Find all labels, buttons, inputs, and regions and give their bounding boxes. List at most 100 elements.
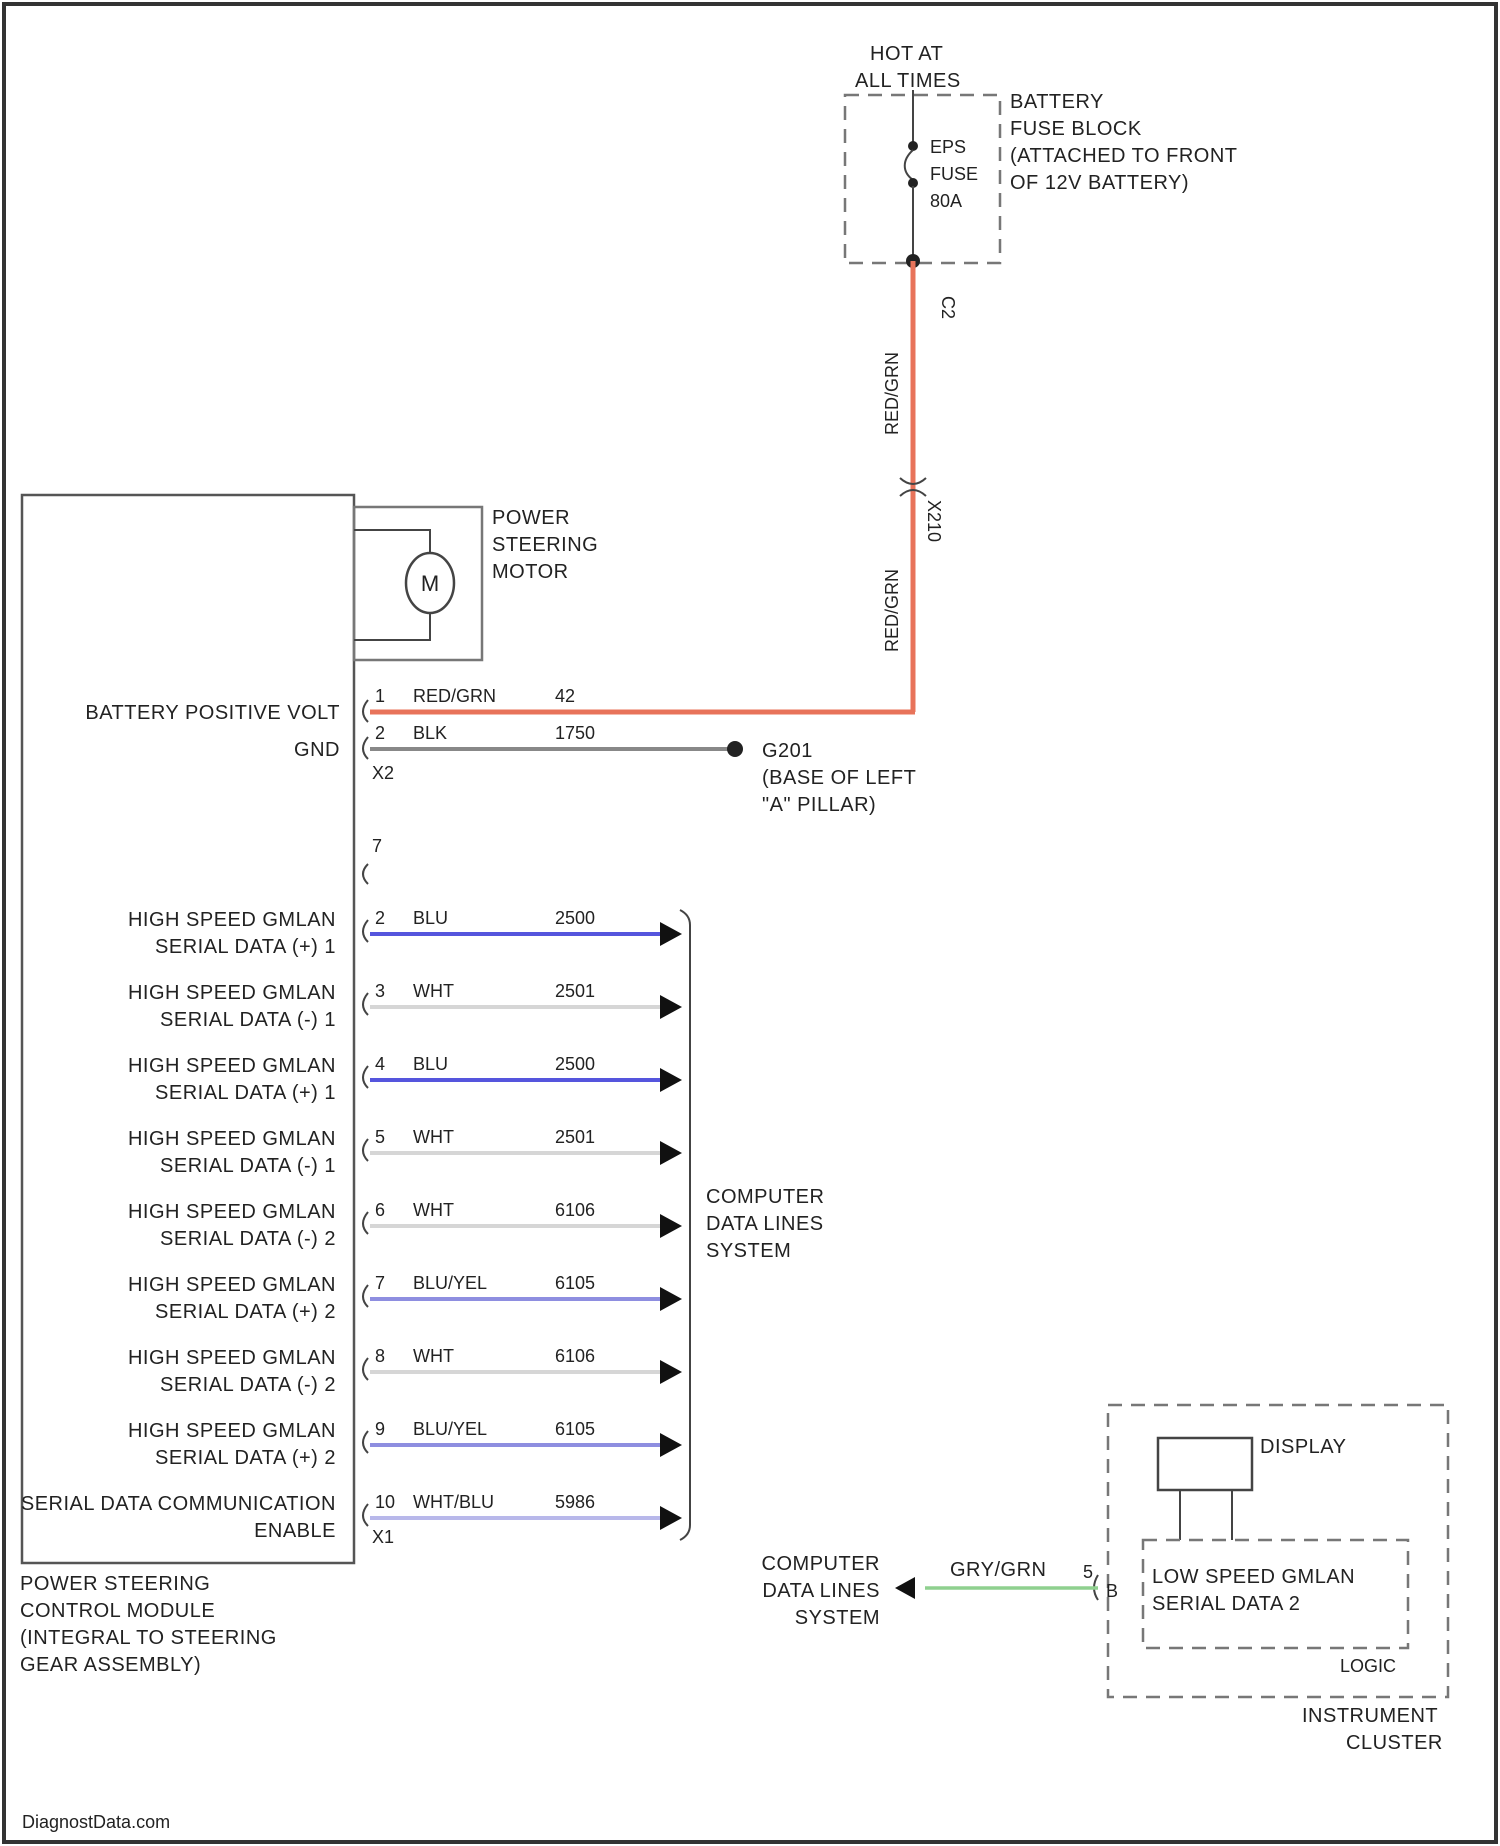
module-name-4: GEAR ASSEMBLY) — [20, 1654, 201, 1676]
fuse-block-name-1: BATTERY — [1010, 91, 1104, 113]
pin-curve-unused — [363, 864, 368, 884]
display-icon — [1158, 1438, 1252, 1490]
pin-curve — [363, 993, 368, 1015]
pin-curve — [363, 700, 368, 722]
wire-color: WHT/BLU — [413, 1492, 494, 1512]
data-lines-name-1: COMPUTER — [706, 1186, 824, 1208]
pin-label-line2: SERIAL DATA (-) 1 — [160, 1009, 336, 1031]
watermark: DiagnostData.com — [22, 1812, 170, 1832]
wire-color: WHT — [413, 1346, 454, 1366]
pin-label-line2: SERIAL DATA (-) 2 — [160, 1374, 336, 1396]
pin-label-line1: HIGH SPEED GMLAN — [128, 982, 336, 1004]
circuit-number: 6105 — [555, 1273, 595, 1293]
fuse-terminal-top — [908, 141, 918, 151]
fuse-rating: 80A — [930, 191, 962, 211]
pin-label: GND — [294, 739, 340, 761]
pin-curve — [363, 1066, 368, 1088]
connector-c2-label: C2 — [938, 296, 958, 319]
pin-label-line1: HIGH SPEED GMLAN — [128, 1274, 336, 1296]
pin-number: 5 — [375, 1127, 385, 1147]
cluster-data-lines-1: COMPUTER — [762, 1553, 880, 1575]
wire-color: BLU/YEL — [413, 1273, 487, 1293]
ground-name: G201 — [762, 740, 813, 762]
pin-number: 2 — [375, 908, 385, 928]
circuit-number: 1750 — [555, 723, 595, 743]
ground-g201: G201 (BASE OF LEFT "A" PILLAR) — [727, 740, 916, 816]
cluster-data-lines-2: DATA LINES — [762, 1580, 880, 1602]
pin-number: 9 — [375, 1419, 385, 1439]
module-name-2: CONTROL MODULE — [20, 1600, 215, 1622]
arrow-icon — [660, 1506, 682, 1530]
pin-label-line1: HIGH SPEED GMLAN — [128, 1201, 336, 1223]
feed-wire: C2 RED/GRN X210 RED/GRN — [370, 261, 958, 712]
wire-color: BLU — [413, 1054, 448, 1074]
circuit-number: 2500 — [555, 1054, 595, 1074]
cluster-wire-color: GRY/GRN — [950, 1559, 1046, 1581]
pin-number: 7 — [375, 1273, 385, 1293]
wire-color: BLU/YEL — [413, 1419, 487, 1439]
circuit-number: 5986 — [555, 1492, 595, 1512]
motor-name-3: MOTOR — [492, 561, 569, 583]
pin-number: 3 — [375, 981, 385, 1001]
display-label: DISPLAY — [1260, 1436, 1347, 1458]
arrow-icon — [660, 1214, 682, 1238]
arrow-icon — [660, 1360, 682, 1384]
circuit-number: 6105 — [555, 1419, 595, 1439]
pin-label-line2: SERIAL DATA (+) 2 — [155, 1301, 336, 1323]
power-steering-motor: M POWER STEERING MOTOR — [354, 507, 598, 660]
pin-label-line2: SERIAL DATA (+) 1 — [155, 936, 336, 958]
cluster-connector: B — [1106, 1581, 1118, 1601]
pin-curve — [363, 920, 368, 942]
arrow-icon — [660, 922, 682, 946]
wire-color: BLU — [413, 908, 448, 928]
logic-label: LOGIC — [1340, 1656, 1396, 1676]
motor-symbol: M — [421, 571, 439, 596]
fuse-block-name-3: (ATTACHED TO FRONT — [1010, 145, 1238, 167]
battery-fuse-block: HOT AT ALL TIMES EPS FUSE 80A BATTERY FU… — [845, 43, 1238, 268]
motor-name-2: STEERING — [492, 534, 598, 556]
pin-curve — [363, 1431, 368, 1453]
ground-desc-2: "A" PILLAR) — [762, 794, 876, 816]
pin-label-line1: HIGH SPEED GMLAN — [128, 1128, 336, 1150]
pin-curve — [363, 1504, 368, 1526]
cluster-name-2: CLUSTER — [1346, 1732, 1443, 1754]
pin-label-line1: HIGH SPEED GMLAN — [128, 1420, 336, 1442]
cluster-signal-2: SERIAL DATA 2 — [1152, 1593, 1300, 1615]
computer-data-lines-system: COMPUTER DATA LINES SYSTEM — [680, 910, 824, 1540]
ground-desc-1: (BASE OF LEFT — [762, 767, 916, 789]
fuse-block-name-2: FUSE BLOCK — [1010, 118, 1142, 140]
wire-color: WHT — [413, 1200, 454, 1220]
pin-label-line2: SERIAL DATA (+) 1 — [155, 1082, 336, 1104]
arrow-icon — [660, 1141, 682, 1165]
pin-label-line1: HIGH SPEED GMLAN — [128, 909, 336, 931]
wire-color: BLK — [413, 723, 447, 743]
cluster-data-lines-3: SYSTEM — [795, 1607, 880, 1629]
circuit-number: 6106 — [555, 1346, 595, 1366]
cluster-arrow — [895, 1577, 915, 1599]
pin-label-line2: SERIAL DATA (-) 1 — [160, 1155, 336, 1177]
fuse-icon — [905, 150, 913, 180]
pin-curve — [363, 737, 368, 759]
circuit-number: 42 — [555, 686, 575, 706]
wire-color: WHT — [413, 1127, 454, 1147]
pin-curve — [363, 1358, 368, 1380]
pin-label-line2: SERIAL DATA (-) 2 — [160, 1228, 336, 1250]
arrow-icon — [660, 995, 682, 1019]
pin-label-line2: SERIAL DATA (+) 2 — [155, 1447, 336, 1469]
circuit-number: 2500 — [555, 908, 595, 928]
fuse-name: EPS — [930, 137, 966, 157]
wire-color: RED/GRN — [413, 686, 496, 706]
ground-icon — [727, 741, 743, 757]
fuse-block-name-4: OF 12V BATTERY) — [1010, 172, 1189, 194]
arrow-icon — [660, 1433, 682, 1457]
connector-x2-label: X2 — [372, 763, 394, 783]
instrument-cluster: DISPLAY LOW SPEED GMLAN SERIAL DATA 2 LO… — [762, 1405, 1448, 1754]
circuit-number: 2501 — [555, 981, 595, 1001]
wire-color: WHT — [413, 981, 454, 1001]
pin-number: 1 — [375, 686, 385, 706]
data-lines-name-2: DATA LINES — [706, 1213, 824, 1235]
pin-curve — [363, 1212, 368, 1234]
circuit-number: 6106 — [555, 1200, 595, 1220]
